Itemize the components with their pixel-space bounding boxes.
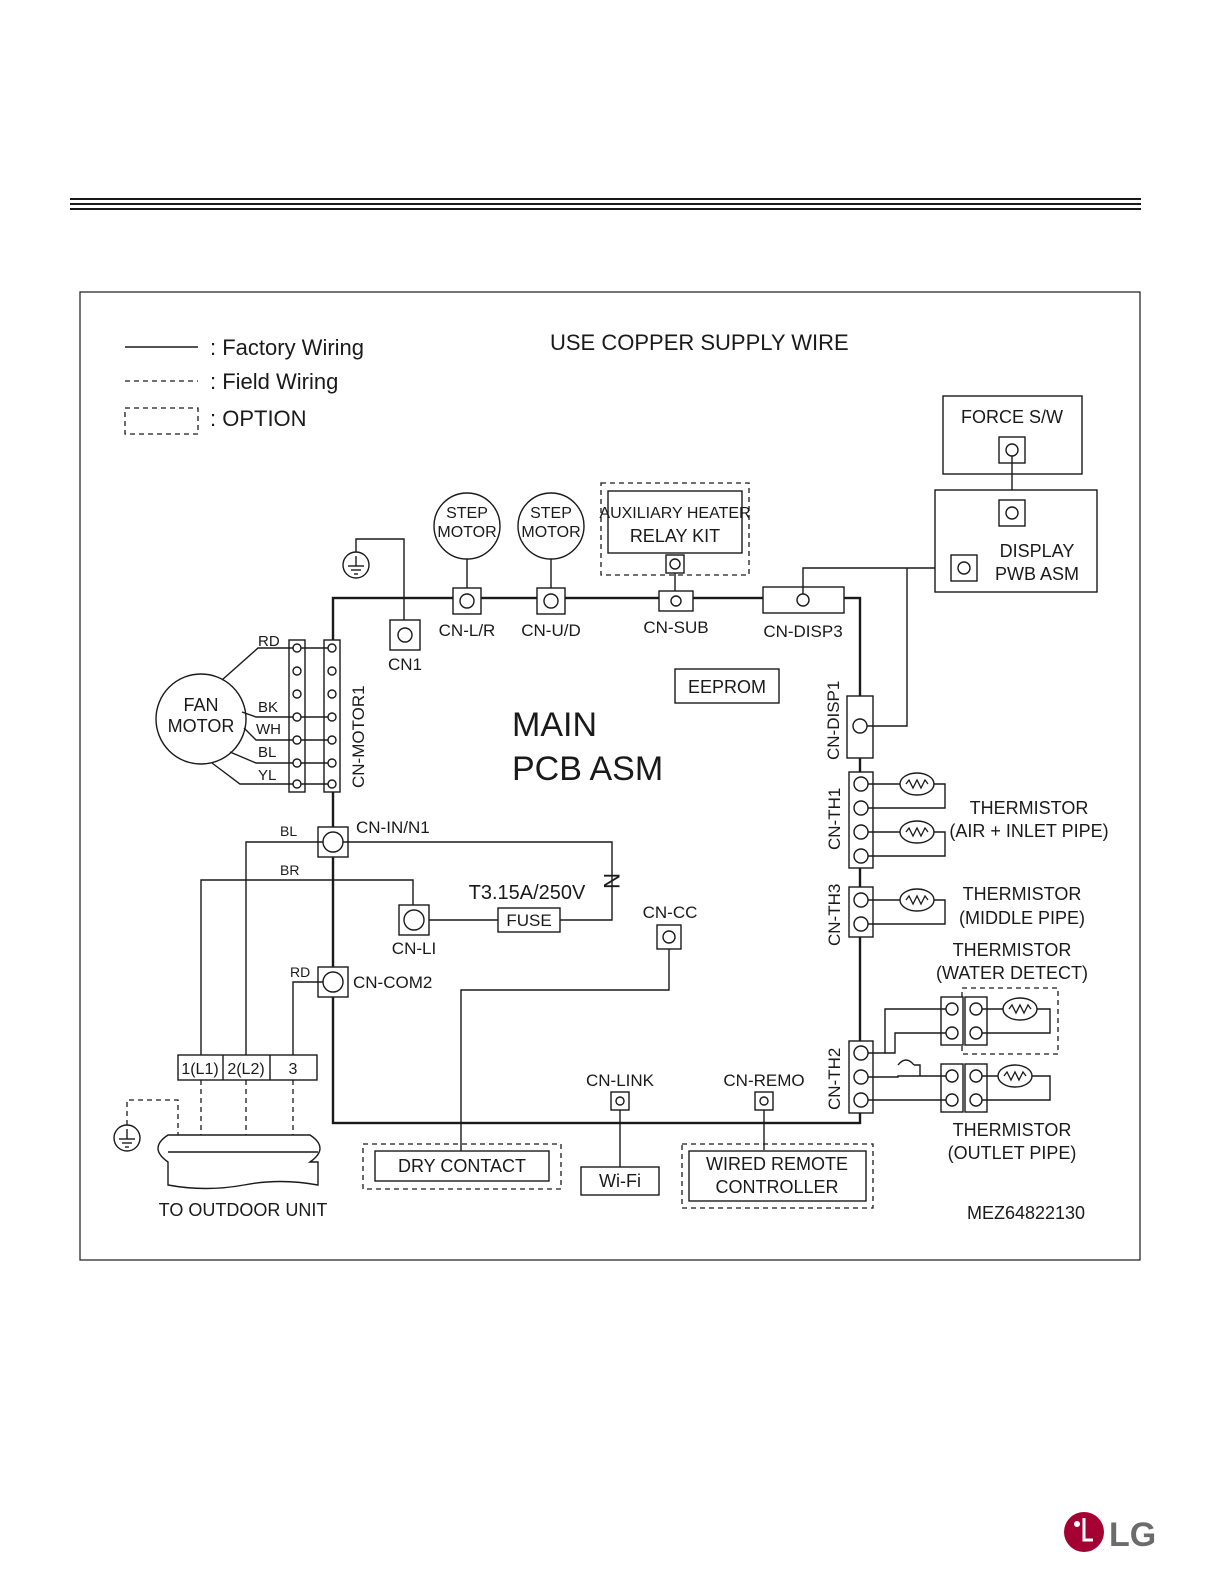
thermistor-water-line1: THERMISTOR	[953, 940, 1072, 960]
terminal-3-label: 3	[289, 1061, 298, 1078]
diagram-frame	[79, 291, 1141, 1261]
cn1-label: CN1	[388, 655, 422, 674]
fuse-box	[497, 907, 561, 933]
eeprom-label: EEPROM	[688, 677, 766, 697]
terminal-2-label: 2(L2)	[227, 1061, 264, 1078]
dry-contact-option-box	[362, 1143, 562, 1190]
cn-th2-label: CN-TH2	[825, 1048, 844, 1110]
thermistor-air-symbol-1	[899, 772, 935, 796]
wired-remote-box	[688, 1150, 867, 1202]
wifi-module-box	[580, 1166, 660, 1196]
fan-motor-line2: MOTOR	[168, 716, 235, 736]
lg-logo-text: LG	[1109, 1516, 1156, 1554]
fuse-rating: T3.15A/250V	[469, 882, 586, 904]
thermistor-middle-line2: (MIDDLE PIPE)	[959, 908, 1085, 928]
force-switch-label: FORCE S/W	[961, 407, 1063, 427]
step-motor-2-line2: MOTOR	[521, 524, 580, 541]
cn-th1-label: CN-TH1	[825, 788, 844, 850]
fan-motor	[155, 673, 247, 765]
outdoor-ground-icon	[113, 1124, 141, 1152]
thermistor-air-symbol-2	[899, 820, 935, 844]
neutral-mark: N	[599, 873, 624, 889]
fan-motor-line1: FAN	[183, 695, 218, 715]
cn-remo-label: CN-REMO	[723, 1071, 804, 1090]
cn-cc-label: CN-CC	[643, 903, 698, 922]
thermistor-air-line1: THERMISTOR	[970, 798, 1089, 818]
step-motor-2-line1: STEP	[530, 505, 572, 522]
aux-heater-line1: AUXILIARY HEATER	[599, 505, 750, 522]
thermistor-middle-symbol	[899, 888, 935, 912]
dry-contact-label: DRY CONTACT	[398, 1156, 526, 1176]
main-pcb-board	[331, 596, 862, 1125]
wire-color-wh: WH	[256, 721, 281, 738]
legend-option-label: : OPTION	[210, 406, 307, 431]
dry-contact-box	[374, 1150, 550, 1182]
outdoor-unit-plug	[157, 1134, 321, 1190]
copper-notice: USE COPPER SUPPLY WIRE	[550, 330, 849, 355]
cn-com2-label: CN-COM2	[353, 973, 432, 992]
cn-li-label: CN-LI	[392, 939, 436, 958]
legend-field-label: : Field Wiring	[210, 369, 338, 394]
cn1-terminal	[397, 627, 413, 643]
wire-color-bl: BL	[258, 744, 276, 761]
thermistor-water-symbol	[1002, 997, 1038, 1021]
part-number: MEZ64822130	[967, 1203, 1085, 1223]
cn-disp1-label: CN-DISP1	[824, 681, 843, 760]
thermistor-air-line2: (AIR + INLET PIPE)	[949, 821, 1108, 841]
legend-factory-label: : Factory Wiring	[210, 335, 364, 360]
cn-lr-label: CN-L/R	[439, 621, 496, 640]
cn-sub-label: CN-SUB	[643, 618, 708, 637]
cn1-wire	[355, 538, 405, 620]
display-pwb-line2: PWB ASM	[995, 564, 1079, 584]
lg-logo: LG	[1064, 1512, 1156, 1554]
cn-in-n1-label: CN-IN/N1	[356, 818, 430, 837]
aux-heater-option-box	[600, 482, 750, 576]
fuse-label: FUSE	[506, 911, 551, 930]
legend: : Factory Wiring : Field Wiring : OPTION	[124, 335, 364, 435]
wire-color-rd-com: RD	[290, 964, 310, 980]
wire-color-rd: RD	[258, 633, 280, 650]
wired-remote-option-box	[681, 1143, 874, 1209]
cn-disp3-label: CN-DISP3	[763, 622, 842, 641]
terminal-block	[177, 1054, 318, 1081]
header-rule	[70, 198, 1141, 210]
step-motor-1-line1: STEP	[446, 505, 488, 522]
wired-remote-line1: WIRED REMOTE	[706, 1154, 848, 1174]
aux-heater-relay-kit	[607, 490, 743, 554]
display-pwb-line1: DISPLAY	[1000, 541, 1075, 561]
thermistor-outlet-line1: THERMISTOR	[953, 1120, 1072, 1140]
step-motor-1-line2: MOTOR	[437, 524, 496, 541]
cn-th3-label: CN-TH3	[825, 884, 844, 946]
cn-motor1-pins	[292, 643, 337, 789]
cn-link-label: CN-LINK	[586, 1071, 655, 1090]
wire-color-bk: BK	[258, 699, 278, 716]
main-pcb-label-line1: MAIN	[512, 706, 597, 744]
thermistor-middle-line1: THERMISTOR	[963, 884, 1082, 904]
thermistor-water-line2: (WATER DETECT)	[936, 963, 1088, 983]
aux-heater-line2: RELAY KIT	[630, 526, 720, 546]
legend-option-box	[124, 407, 199, 435]
cn-motor1-label: CN-MOTOR1	[349, 685, 368, 788]
ground-icon	[342, 551, 370, 579]
wifi-label: Wi-Fi	[599, 1171, 641, 1191]
to-outdoor-label: TO OUTDOOR UNIT	[159, 1200, 328, 1220]
cn-ud-label: CN-U/D	[521, 621, 581, 640]
wire-color-br: BR	[280, 862, 299, 878]
wired-remote-line2: CONTROLLER	[715, 1177, 838, 1197]
terminal-1-label: 1(L1)	[181, 1061, 218, 1078]
main-pcb-label-line2: PCB ASM	[512, 750, 663, 788]
wire-color-yl: YL	[258, 767, 276, 784]
thermistor-outlet-symbol	[997, 1064, 1033, 1088]
thermistor-outlet-line2: (OUTLET PIPE)	[948, 1143, 1077, 1163]
eeprom-box	[674, 668, 780, 704]
wire-color-bl-input: BL	[280, 823, 297, 839]
